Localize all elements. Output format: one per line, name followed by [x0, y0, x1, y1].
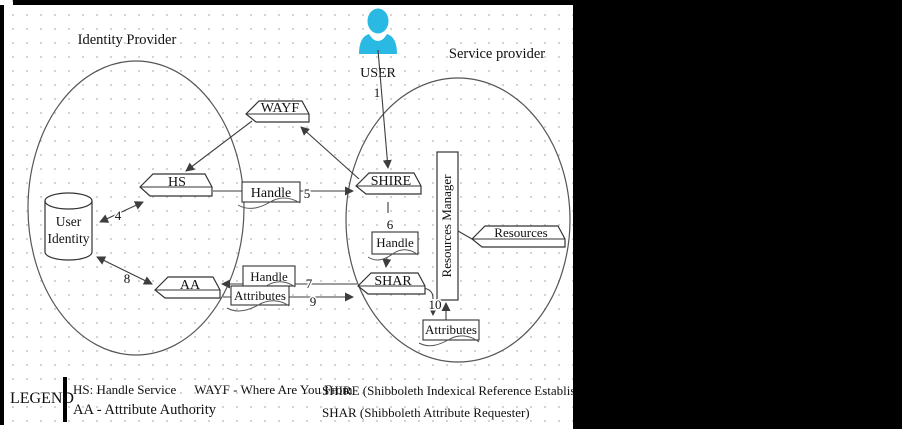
- arrow-wayf-to-hs: [185, 120, 253, 172]
- legend-shar-entry: SHAR (Shibboleth Attribute Requester): [322, 405, 530, 420]
- wayf-node: WAYF: [245, 100, 310, 123]
- resources-manager-label: Resources Manager: [439, 174, 454, 278]
- arrow-hs-user-identity: [99, 201, 144, 223]
- legend-hs-wayf-line: HS: Handle Service WAYF - Where Are You F…: [73, 382, 352, 398]
- user-label: USER: [360, 66, 396, 81]
- resources-node: Resources: [471, 225, 566, 248]
- step-1: 1: [374, 85, 381, 100]
- arrow-shire-to-wayf: [300, 126, 360, 180]
- attributes-doc-shar-rm: Attributes: [418, 319, 480, 347]
- legend-wayf-entry: WAYF - Where Are You From: [194, 382, 353, 397]
- step-7: 7: [306, 276, 313, 291]
- legend-title: LEGEND: [10, 390, 74, 407]
- attributes-doc-aa-shar: Attributes: [226, 285, 290, 312]
- step-6: 6: [387, 217, 394, 232]
- attributes-doc-label: Attributes: [234, 288, 286, 303]
- handle-doc-label: Handle: [250, 269, 288, 284]
- step-5: 5: [304, 186, 311, 201]
- shar-label: SHAR: [374, 274, 412, 289]
- handle-doc-label: Handle: [251, 186, 291, 201]
- step-4: 4: [115, 208, 122, 223]
- resources-label: Resources: [494, 225, 547, 240]
- service-provider-ellipse: [345, 77, 571, 363]
- line-resources-manager-to-resources: [457, 230, 473, 240]
- top-black-border: [13, 0, 902, 5]
- legend-hs-entry: HS: Handle Service: [73, 382, 177, 397]
- shire-label: SHIRE: [371, 174, 411, 189]
- identity-provider-label: Identity Provider: [78, 32, 177, 48]
- aa-node: AA: [154, 276, 221, 299]
- user-identity-datastore: User Identity: [44, 192, 93, 261]
- step-8: 8: [124, 271, 131, 286]
- shar-node: SHAR: [357, 272, 426, 295]
- service-provider-label: Service provider: [449, 46, 545, 62]
- handle-doc-label: Handle: [376, 235, 414, 250]
- handle-doc-shire-shar: Handle: [367, 231, 419, 261]
- identity-provider-ellipse: [27, 60, 245, 356]
- legend-aa-entry: AA - Attribute Authority: [73, 402, 216, 418]
- left-black-border: [0, 5, 4, 425]
- wayf-label: WAYF: [261, 101, 300, 116]
- shire-node: SHIRE: [355, 172, 422, 195]
- hs-node: HS: [139, 173, 213, 197]
- user-identity-label-line2: Identity: [48, 231, 90, 246]
- step-9: 9: [310, 294, 317, 309]
- user-identity-label-line1: User: [56, 214, 82, 229]
- handle-doc-hs-shire: Handle: [237, 181, 301, 209]
- legend-shire-entry: SHIRE (Shibboleth Indexical Reference Es…: [322, 383, 597, 398]
- arrow-shar-to-attributes: [423, 287, 438, 316]
- arrow-user-to-shire: [377, 49, 392, 169]
- step-10: 10: [429, 297, 442, 312]
- aa-label: AA: [180, 278, 201, 293]
- right-black-region: [573, 0, 902, 429]
- user-icon: [359, 8, 397, 54]
- attributes-doc-label: Attributes: [425, 322, 477, 337]
- arrow-aa-user-identity: [96, 256, 153, 285]
- arrow-handle-to-shar: [382, 256, 392, 268]
- hs-label: HS: [168, 175, 186, 190]
- resources-manager-node: Resources Manager: [436, 151, 459, 301]
- legend-divider-bar: [63, 377, 67, 422]
